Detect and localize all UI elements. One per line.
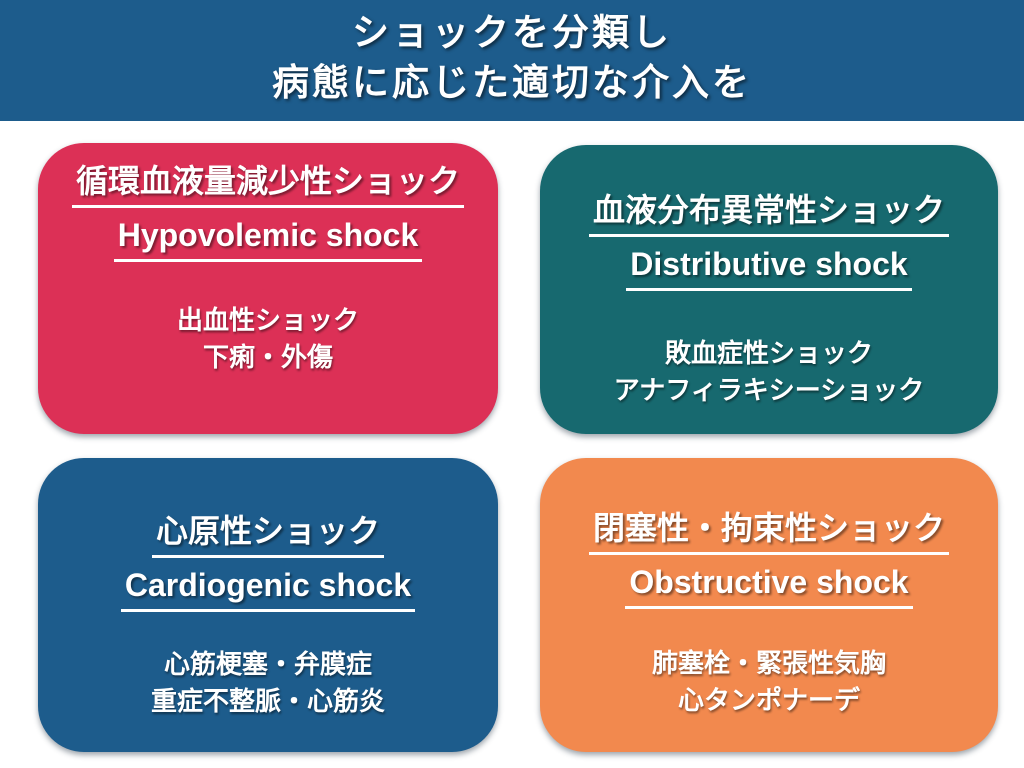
card-title-japanese: 心原性ショック (151, 511, 384, 558)
card-examples: 敗血症性ショック アナフィラキシーショック (614, 335, 924, 409)
card-title: 血液分布異常性ショック Distributive shock (588, 190, 949, 291)
card-title: 循環血液量減少性ショック Hypovolemic shock (71, 161, 464, 262)
example-line: 肺塞栓・緊張性気胸 (651, 648, 886, 678)
card-examples: 心筋梗塞・弁膜症 重症不整脈・心筋炎 (151, 646, 385, 720)
card-title-english: Hypovolemic shock (113, 215, 423, 262)
card-examples: 出血性ショック 下痢・外傷 (177, 302, 359, 376)
example-line: 心筋梗塞・弁膜症 (163, 649, 372, 679)
card-title-english: Obstructive shock (625, 562, 913, 609)
example-line: アナフィラキシーショック (613, 375, 925, 405)
card-hypovolemic-shock: 循環血液量減少性ショック Hypovolemic shock 出血性ショック 下… (38, 143, 498, 434)
slide-title-line-1: ショックを分類し (352, 12, 672, 53)
card-cardiogenic-shock: 心原性ショック Cardiogenic shock 心筋梗塞・弁膜症 重症不整脈… (38, 458, 498, 752)
example-line: 下痢・外傷 (202, 342, 333, 372)
example-line: 出血性ショック (176, 305, 359, 335)
card-examples: 肺塞栓・緊張性気胸 心タンポナーデ (652, 645, 886, 719)
slide-title-line-2: 病態に応じた適切な介入を (272, 62, 752, 103)
card-title: 閉塞性・拘束性ショック Obstructive shock (588, 508, 949, 609)
example-line: 敗血症性ショック (664, 338, 873, 368)
card-obstructive-shock: 閉塞性・拘束性ショック Obstructive shock 肺塞栓・緊張性気胸 … (540, 458, 998, 752)
card-title-japanese: 循環血液量減少性ショック (71, 161, 464, 208)
card-title: 心原性ショック Cardiogenic shock (120, 511, 416, 612)
example-line: 心タンポナーデ (677, 685, 860, 715)
card-distributive-shock: 血液分布異常性ショック Distributive shock 敗血症性ショック … (540, 145, 998, 434)
card-title-japanese: 閉塞性・拘束性ショック (588, 508, 949, 555)
card-title-english: Cardiogenic shock (120, 565, 416, 612)
card-title-japanese: 血液分布異常性ショック (588, 190, 949, 237)
example-line: 重症不整脈・心筋炎 (150, 686, 385, 716)
card-title-english: Distributive shock (626, 244, 912, 291)
slide-title-bar: ショックを分類し 病態に応じた適切な介入を (0, 0, 1024, 121)
